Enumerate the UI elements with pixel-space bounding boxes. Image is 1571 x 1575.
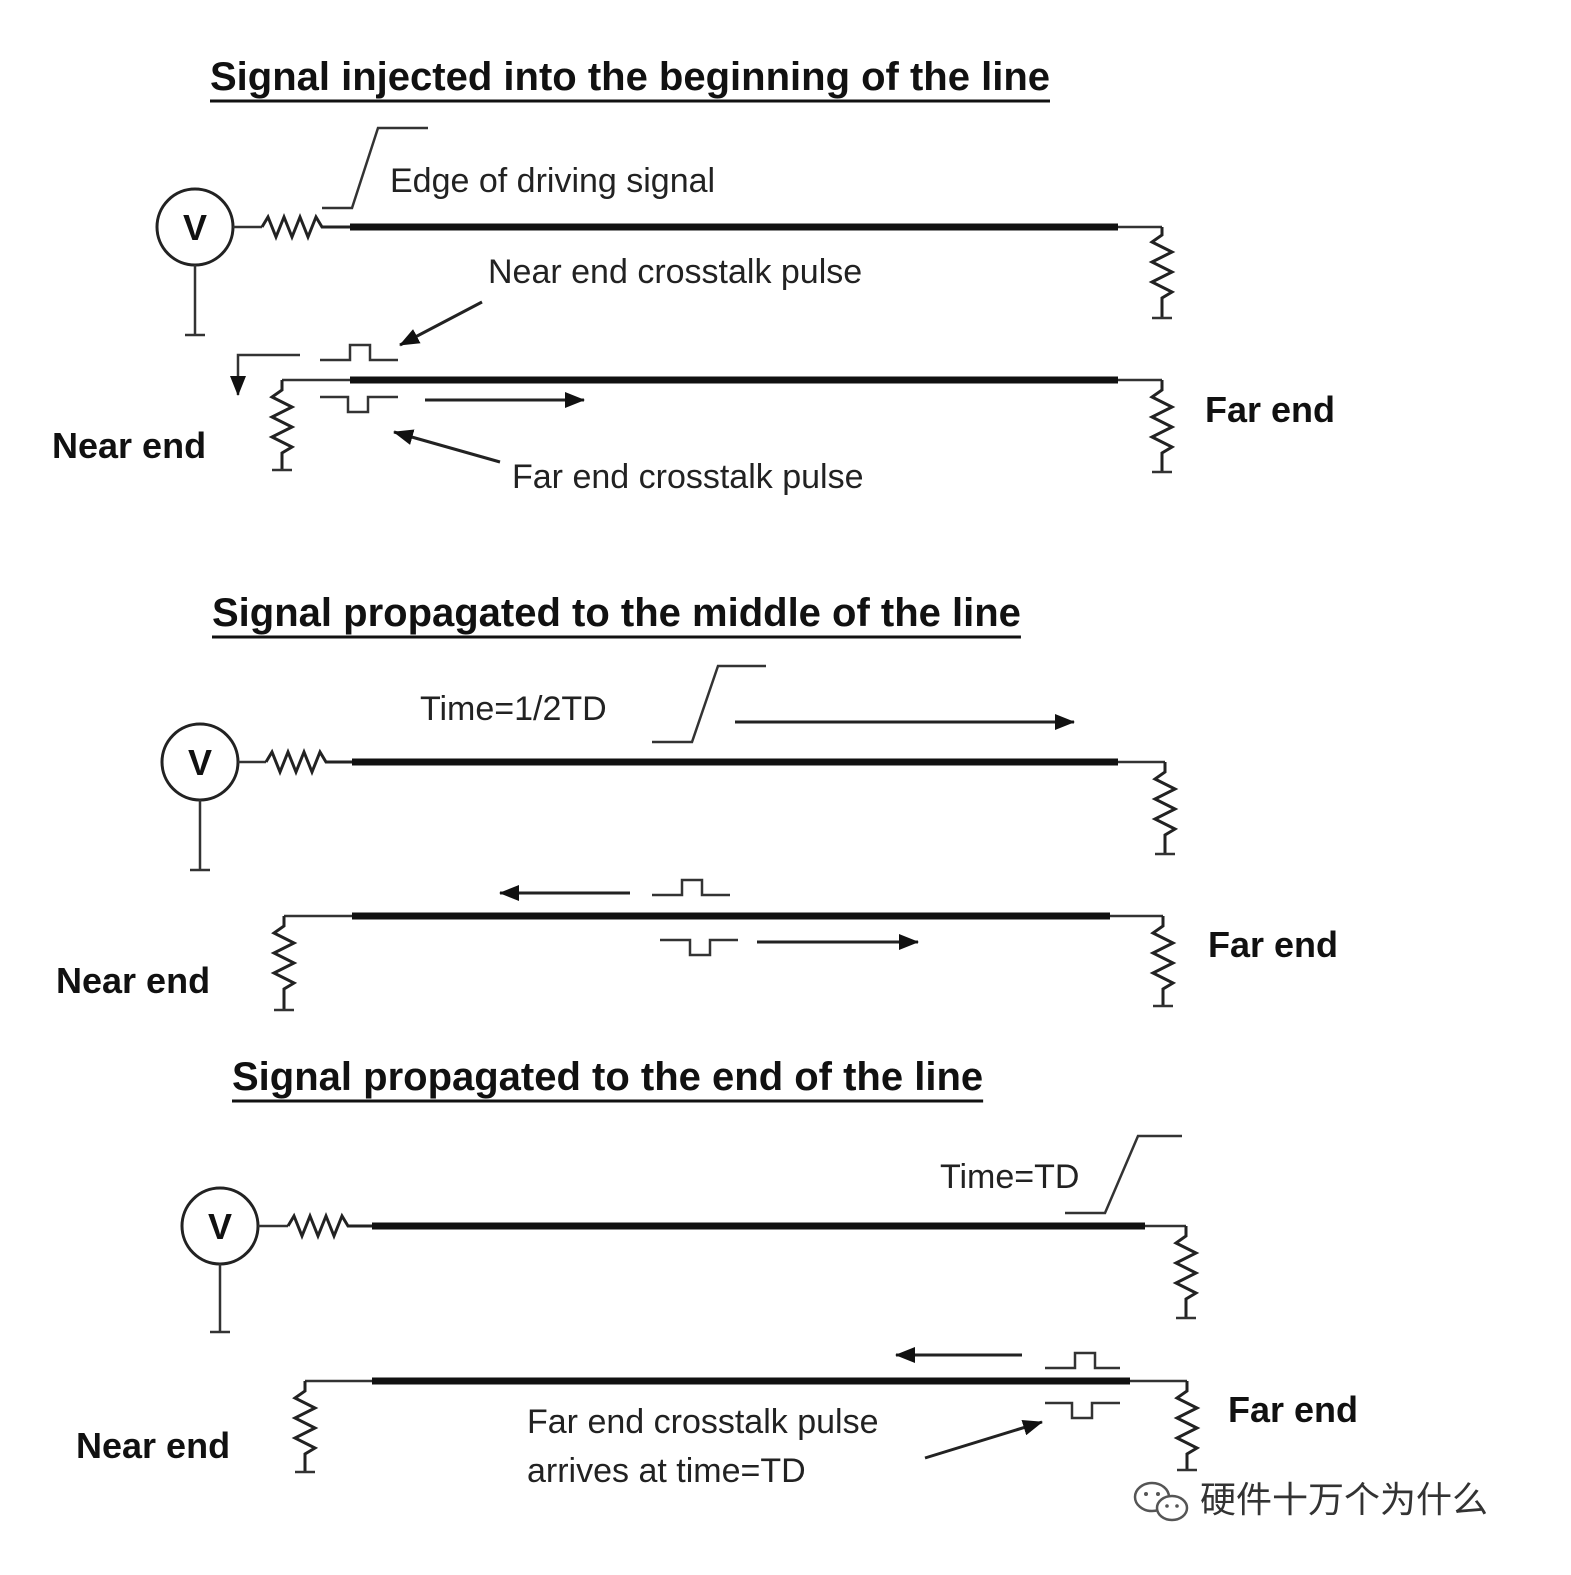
near-pulse-pointer-arrow [399, 300, 483, 347]
near-end-label: Near end [52, 425, 206, 466]
aggressor-far-resistor [1172, 1226, 1200, 1318]
panel-2: Signal propagated to the middle of the l… [56, 591, 1338, 1012]
victim-far-resistor [1148, 380, 1176, 472]
driving-edge-waveform [322, 126, 428, 210]
voltage-source-label: V [208, 1206, 232, 1247]
far-pulse-pointer-arrow [393, 429, 501, 464]
victim-near-resistor [268, 380, 296, 470]
far-end-label: Far end [1208, 924, 1338, 965]
far-end-crosstalk-label-line2: arrives at time=TD [527, 1452, 806, 1490]
watermark: 硬件十万个为什么 [1133, 1480, 1488, 1522]
time-half-td-label: Time=1/2TD [420, 690, 607, 728]
source-resistor [260, 212, 350, 242]
source-resistor [286, 1211, 372, 1241]
far-end-crosstalk-pulse [660, 938, 738, 957]
far-end-crosstalk-label-line1: Far end crosstalk pulse [527, 1403, 879, 1441]
far-pulse-pointer-arrow [924, 1419, 1043, 1460]
near-end-crosstalk-pulse [320, 343, 398, 362]
driving-edge-waveform [1065, 1134, 1182, 1215]
wechat-icon [1133, 1481, 1189, 1522]
far-end-label: Far end [1205, 389, 1335, 430]
near-end-crosstalk-pulse [652, 878, 730, 897]
far-end-crosstalk-label: Far end crosstalk pulse [512, 458, 864, 496]
far-end-label: Far end [1228, 1389, 1358, 1430]
panel-3-title: Signal propagated to the end of the line [232, 1055, 983, 1099]
near-end-crosstalk-label: Near end crosstalk pulse [488, 253, 862, 291]
aggressor-far-resistor [1148, 227, 1176, 318]
far-end-crosstalk-pulse [1045, 1401, 1120, 1420]
panel-1-title: Signal injected into the beginning of th… [210, 55, 1050, 99]
voltage-source-label: V [183, 207, 207, 248]
victim-far-resistor [1149, 916, 1177, 1006]
victim-far-resistor [1173, 1381, 1201, 1470]
panel-1: Signal injected into the beginning of th… [52, 55, 1335, 496]
time-td-label: Time=TD [940, 1158, 1079, 1196]
edge-of-driving-signal-label: Edge of driving signal [390, 162, 715, 200]
voltage-source-label: V [188, 742, 212, 783]
near-end-crosstalk-pulse [1045, 1351, 1120, 1370]
watermark-text: 硬件十万个为什么 [1200, 1480, 1488, 1521]
victim-near-resistor [270, 916, 298, 1010]
voltage-source-1: V [155, 187, 235, 337]
source-resistor [264, 747, 352, 777]
driving-edge-waveform [652, 664, 766, 744]
panel-2-title: Signal propagated to the middle of the l… [212, 591, 1021, 635]
panel-3: Signal propagated to the end of the line… [76, 1055, 1358, 1490]
far-end-crosstalk-pulse [320, 395, 398, 414]
victim-near-resistor [291, 1381, 319, 1472]
near-pulse-return-arrow [230, 353, 300, 396]
near-end-label: Near end [76, 1425, 230, 1466]
near-end-label: Near end [56, 960, 210, 1001]
voltage-source-3: V [180, 1186, 260, 1334]
aggressor-far-resistor [1151, 762, 1179, 854]
voltage-source-2: V [160, 722, 240, 872]
